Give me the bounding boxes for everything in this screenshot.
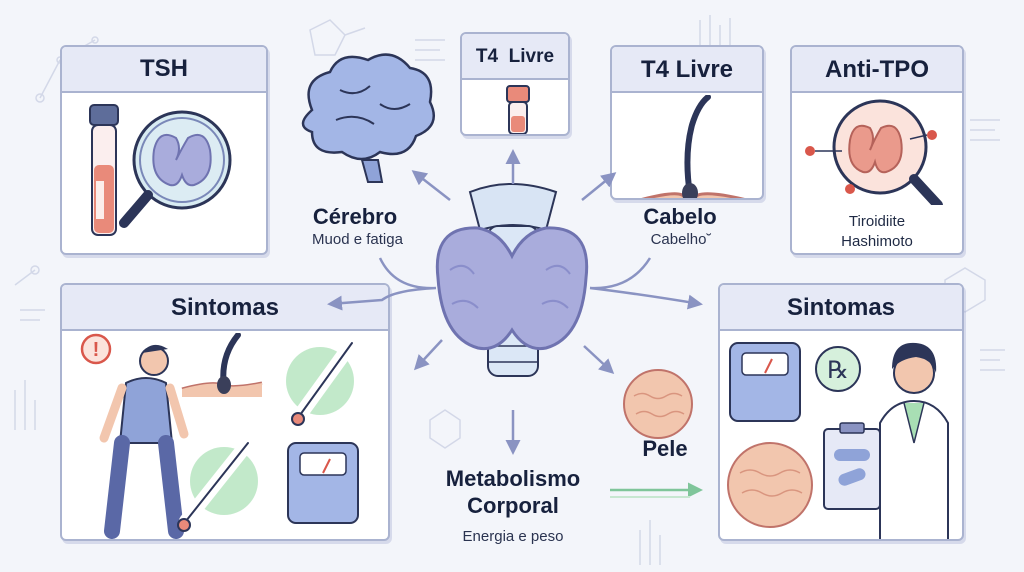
arrow-to-sintomas-left — [330, 257, 437, 304]
cerebro-label: Cérebro — [312, 204, 398, 229]
metabolismo-subtitle: Energia e peso — [462, 528, 564, 545]
alert-icon: ! — [80, 333, 112, 365]
anti-tpo-caption-line1: Tiroidiite — [848, 213, 906, 230]
arrow-to-cerebro — [411, 170, 451, 201]
fatigued-person-icon — [99, 344, 189, 539]
tsh-card: TSH — [60, 45, 268, 255]
blood-tube-icon — [89, 104, 119, 236]
scale-icon — [729, 342, 801, 422]
t4-tube-illustration — [506, 85, 530, 134]
skin-icon — [623, 369, 693, 439]
t4-livre-small-title: T4 Livre — [462, 34, 568, 80]
pele-label: Pele — [642, 436, 688, 461]
sintomas-right-title: Sintomas — [720, 285, 962, 331]
anti-tpo-illustration — [805, 99, 943, 205]
anti-tpo-title: Anti-TPO — [792, 47, 962, 93]
magnifier-icon — [119, 110, 232, 228]
skin-icon — [727, 442, 813, 528]
scale-icon — [287, 442, 359, 524]
metabolismo-label-line1: Metabolismo — [445, 466, 581, 491]
thyroid-gland-icon — [435, 183, 589, 377]
svg-text:℞: ℞ — [827, 358, 849, 384]
t4-livre-large-card: T4 Livre — [610, 45, 764, 200]
cerebro-subtitle: Muod e fatiga — [312, 231, 403, 248]
hair-follicle-icon — [181, 333, 263, 397]
cabelo-label: Cabelo — [643, 204, 717, 229]
cabelo-subtitle: Cabelho˘ — [650, 231, 712, 248]
arrow-to-pele — [583, 345, 615, 375]
sintomas-left-illustration: ! — [80, 333, 359, 539]
arrow-to-left-lower — [413, 339, 443, 371]
t4-livre-small-card: T4 Livre — [460, 32, 570, 136]
arrows — [330, 149, 700, 455]
arrow-to-cabelo — [581, 172, 617, 201]
thermometer-icon — [177, 436, 258, 532]
hair-follicle-illustration — [641, 95, 745, 198]
magnifier-icon — [805, 99, 943, 205]
t4-livre-large-title: T4 Livre — [612, 47, 762, 93]
arrow-to-sintomas-right — [589, 257, 700, 304]
sintomas-right-illustration: ℞ — [727, 342, 949, 539]
anti-tpo-card: Anti-TPO Tiroidiite Hashimoto — [790, 45, 964, 255]
anti-tpo-caption-line2: Hashimoto — [841, 233, 913, 250]
sintomas-right-card: Sintomas ℞ — [718, 283, 964, 541]
svg-text:!: ! — [93, 339, 100, 361]
rx-icon: ℞ — [815, 346, 861, 392]
brain-icon — [301, 53, 435, 183]
tsh-card-title: TSH — [62, 47, 266, 93]
blood-tube-icon — [506, 85, 530, 134]
tsh-illustration — [89, 104, 232, 236]
hair-follicle-icon — [641, 95, 745, 198]
sintomas-left-card: Sintomas ! — [60, 283, 390, 541]
doctor-icon — [823, 342, 949, 539]
metabolismo-label-line2: Corporal — [467, 493, 559, 518]
thermometer-icon — [286, 336, 359, 426]
